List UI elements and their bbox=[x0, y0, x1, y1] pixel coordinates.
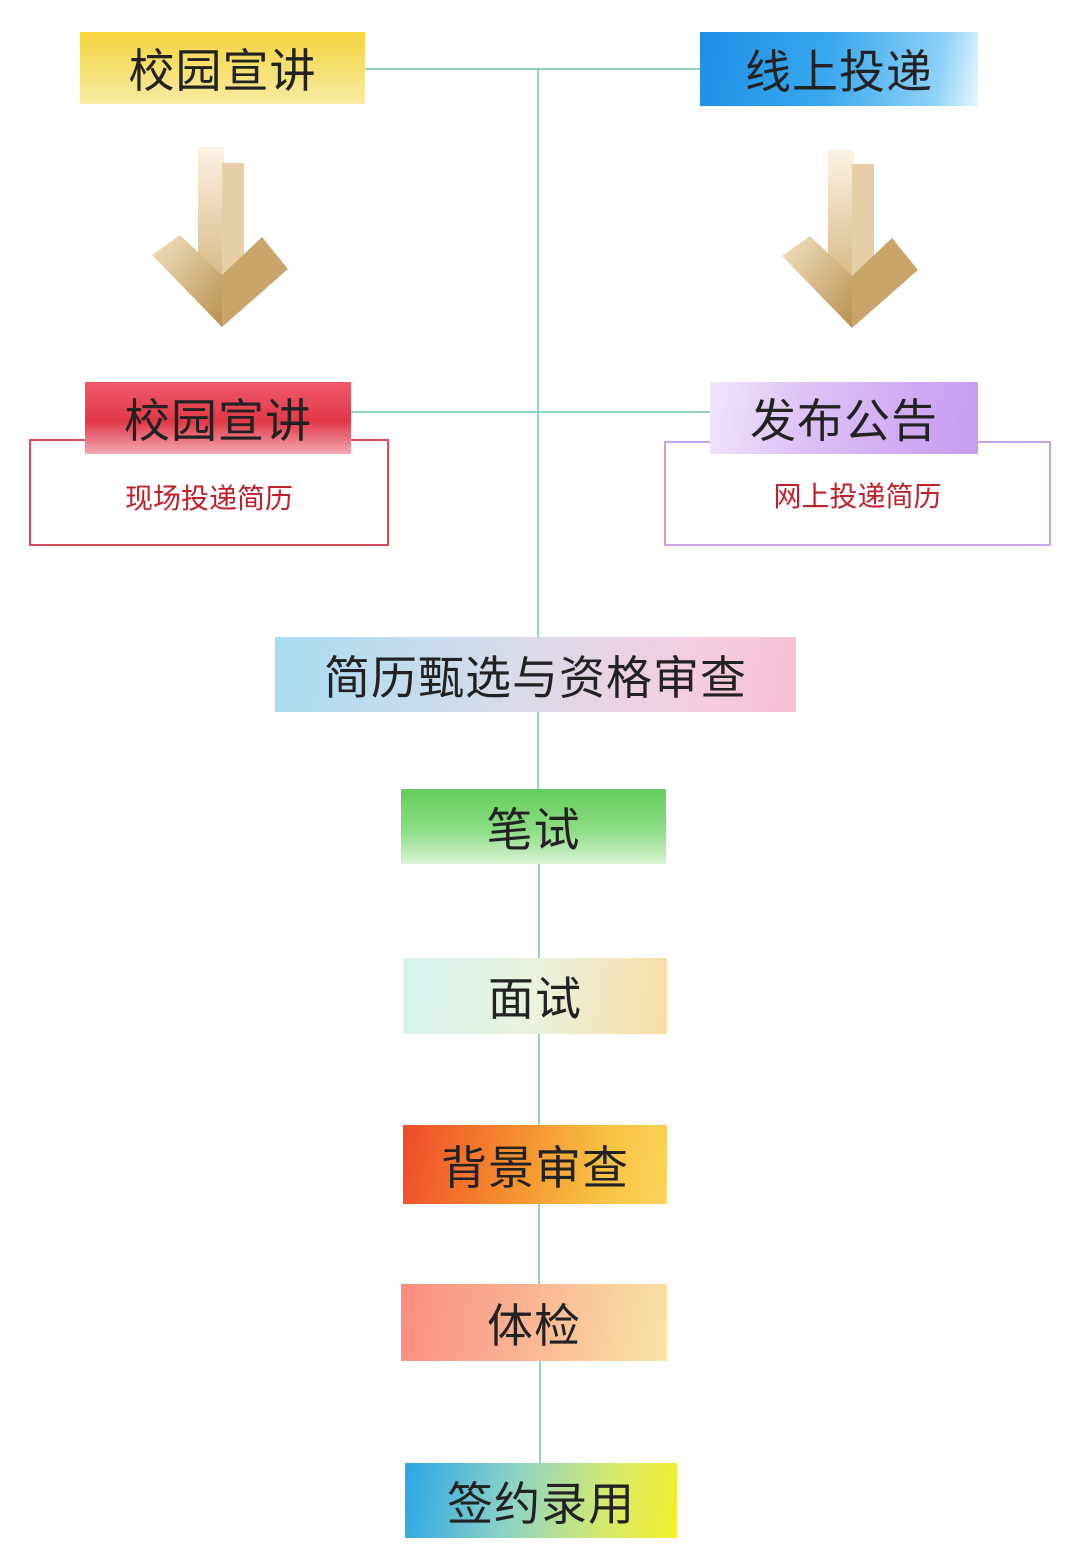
step-medical-exam: 体检 bbox=[401, 1284, 667, 1361]
down-arrow-icon bbox=[152, 147, 288, 327]
step-label: 简历甄选与资格审查 bbox=[324, 650, 747, 705]
step-label: 背景审查 bbox=[441, 1140, 629, 1195]
step-label: 校园宣讲 bbox=[128, 44, 317, 98]
substep-label: 网上投递简历 bbox=[773, 479, 942, 513]
step-written-test: 笔试 bbox=[401, 789, 666, 864]
step-label: 体检 bbox=[487, 1298, 581, 1353]
step-label: 线上投递 bbox=[745, 45, 933, 99]
step-resume-screening: 简历甄选与资格审查 bbox=[275, 637, 796, 712]
step-campus-talk: 校园宣讲 bbox=[80, 32, 365, 104]
substep-label: 现场投递简历 bbox=[124, 481, 293, 515]
step-label: 笔试 bbox=[486, 802, 581, 857]
step-signing: 签约录用 bbox=[405, 1463, 677, 1538]
step-interview: 面试 bbox=[403, 958, 667, 1034]
step-campus-talk-secondary: 校园宣讲 bbox=[85, 382, 351, 454]
step-label: 发布公告 bbox=[750, 394, 938, 448]
step-label: 面试 bbox=[488, 972, 582, 1026]
substep-onsite-resume: 现场投递简历 bbox=[29, 439, 389, 546]
step-announcement: 发布公告 bbox=[710, 382, 978, 454]
step-online-delivery: 线上投递 bbox=[700, 32, 978, 106]
down-arrow-icon bbox=[782, 150, 918, 328]
step-label: 签约录用 bbox=[447, 1476, 635, 1531]
step-background-check: 背景审查 bbox=[403, 1125, 667, 1204]
step-label: 校园宣讲 bbox=[124, 394, 312, 448]
substep-online-resume: 网上投递简历 bbox=[664, 441, 1051, 546]
